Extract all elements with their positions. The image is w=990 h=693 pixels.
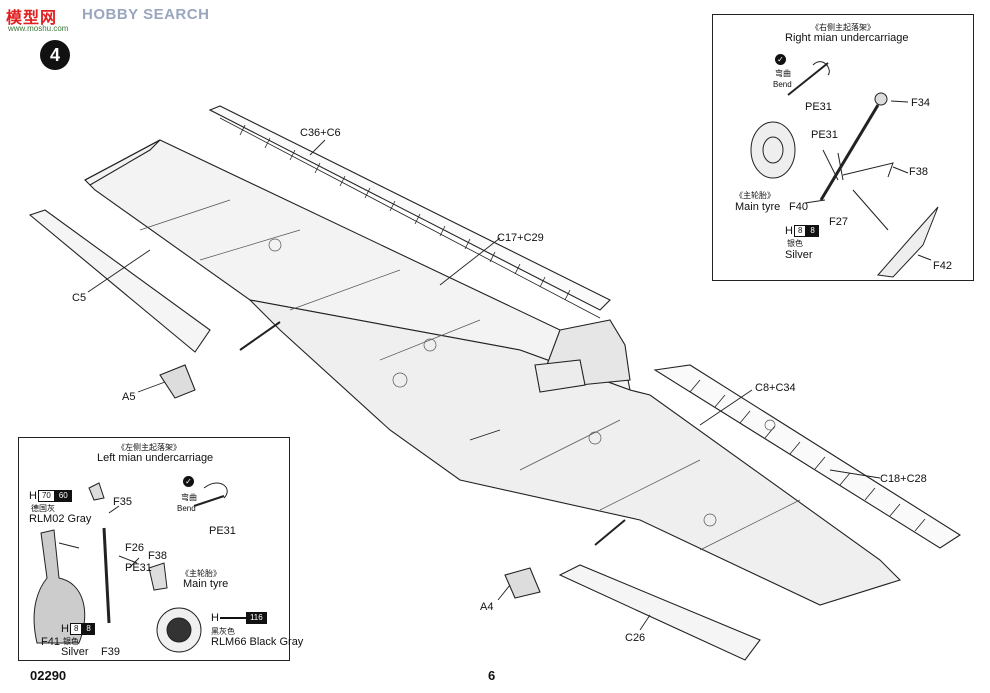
right-f34: F34 [911, 97, 930, 109]
left-paint-blackgray: H 116 [211, 612, 267, 624]
left-f35: F35 [113, 496, 132, 508]
right-bend-en: Bend [773, 80, 792, 89]
bend-icon: ✓ [183, 476, 194, 487]
right-silver-cn: 银色 [787, 239, 803, 248]
right-tyre-cn: 《主轮胎》 [735, 191, 775, 200]
right-gear-drawing [750, 61, 939, 278]
left-gear-drawing [33, 482, 228, 653]
left-f39: F39 [101, 646, 120, 658]
bend-icon: ✓ [775, 54, 786, 65]
right-pe31: PE31 [811, 129, 838, 141]
left-gray-cn: 德国灰 [31, 504, 55, 513]
left-paint-gray: H 70 60 [29, 490, 72, 502]
label-c36-c6: C36+C6 [300, 127, 341, 139]
left-bend-en: Bend [177, 504, 196, 513]
watermark-brand: 模型网 [6, 10, 58, 27]
right-inset-title-en: Right mian undercarriage [785, 32, 909, 44]
right-f40: F40 [789, 201, 808, 213]
right-pe31-bend: PE31 [805, 101, 832, 113]
left-silver-cn: 银色 [63, 637, 79, 646]
label-c5: C5 [72, 292, 87, 304]
watermark-url: www.moshu.com [8, 24, 69, 33]
left-f41: F41 [41, 636, 60, 648]
right-tyre-en: Main tyre [735, 201, 781, 213]
right-f27: F27 [829, 216, 848, 228]
label-a5: A5 [122, 391, 136, 403]
left-silver-en: Silver [61, 646, 89, 658]
left-pe31: PE31 [125, 562, 152, 574]
left-undercarriage-inset: 《左侧主起落架》 Left mian undercarriage H 70 60… [18, 437, 303, 661]
left-blackgray-en: RLM66 Black Gray [211, 636, 304, 648]
left-pe31-bend: PE31 [209, 525, 236, 537]
label-c17-c29: C17+C29 [497, 232, 544, 244]
left-tyre-en: Main tyre [183, 578, 229, 590]
left-paint-silver: H 8 8 [61, 623, 95, 635]
left-f38: F38 [148, 550, 167, 562]
label-c8-c34: C8+C34 [755, 382, 796, 394]
right-f42: F42 [933, 260, 952, 272]
left-f26: F26 [125, 542, 144, 554]
left-inset-title-cn: 《左侧主起落架》 [117, 443, 181, 452]
right-bend-cn: 弯曲 [775, 69, 791, 78]
right-inset-title-cn: 《右侧主起落架》 [811, 23, 875, 32]
page-number: 6 [488, 668, 496, 683]
label-c18-c28: C18+C28 [880, 473, 927, 485]
step-number-badge: 4 [40, 40, 70, 70]
watermark-site: HOBBY SEARCH [82, 6, 210, 23]
left-tyre-cn: 《主轮胎》 [181, 569, 221, 578]
right-undercarriage-inset: 《右侧主起落架》 Right mian undercarriage ✓ 弯曲 B… [712, 14, 974, 281]
left-bend-cn: 弯曲 [181, 493, 197, 502]
label-c26: C26 [625, 632, 646, 644]
right-paint-silver: H 8 8 [785, 225, 819, 237]
left-inset-title-en: Left mian undercarriage [97, 452, 214, 464]
left-blackgray-cn: 黑灰色 [211, 627, 235, 636]
label-a4: A4 [480, 601, 494, 613]
right-f38: F38 [909, 166, 928, 178]
product-code: 02290 [30, 668, 67, 683]
left-gray-en: RLM02 Gray [29, 513, 92, 525]
right-silver-en: Silver [785, 249, 813, 261]
